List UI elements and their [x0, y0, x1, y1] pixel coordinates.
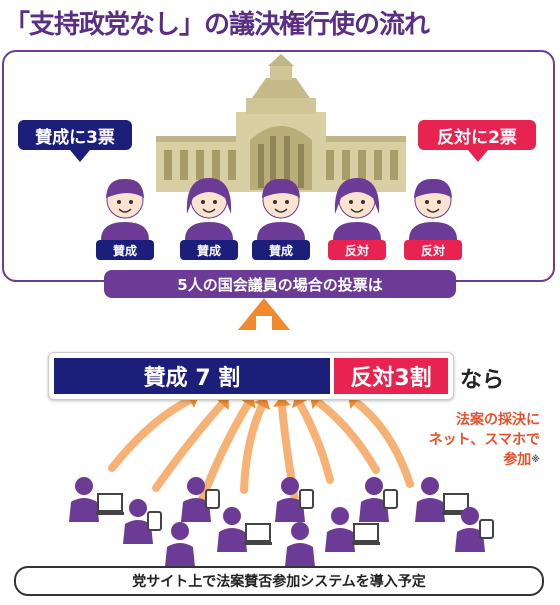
- bottom-caption: 党サイト上で法案賛否参加システムを導入予定: [14, 566, 544, 596]
- crowd-person-6-icon: [325, 507, 380, 552]
- crowd-person-1-icon: [69, 477, 124, 522]
- vote-caption: 5人の国会議員の場合の投票は: [104, 270, 456, 298]
- crowd-person-4-icon: [217, 507, 272, 552]
- up-arrow-icon: [238, 298, 290, 330]
- crowd-group: [69, 477, 494, 567]
- member-1-figure-icon: [101, 178, 149, 240]
- vote-arrow-4-icon: [240, 396, 271, 494]
- crowd-person-7-icon: [359, 477, 398, 522]
- page-title: 「支持政党なし」の議決権行使の流れ: [4, 10, 430, 40]
- bubble-yes: 賛成に3票: [18, 120, 132, 150]
- member-5-figure-icon: [409, 178, 457, 240]
- member-1-badge: 賛成: [96, 240, 154, 260]
- member-2-figure-icon: [185, 178, 233, 240]
- member-4-figure-icon: [333, 178, 381, 240]
- net-vote-note: 法案の採決に ネット、スマホで 参加※: [394, 410, 540, 470]
- arrows-group: [108, 391, 414, 514]
- net-note-line2: ネット、スマホで: [428, 432, 540, 448]
- crowd-person-10-icon: [165, 522, 195, 567]
- crowd-person-9-icon: [455, 507, 494, 552]
- bubble-yes-tail: [70, 150, 90, 162]
- vote-arrow-5-icon: [273, 396, 300, 510]
- crowd-person-11-icon: [285, 522, 315, 567]
- ratio-suffix: なら: [460, 368, 505, 393]
- bubble-no-tail: [468, 150, 488, 162]
- diet-building-icon: [156, 54, 406, 192]
- net-note-mark: ※: [531, 455, 540, 465]
- yes-ratio-segment: 賛成 7 割: [54, 358, 330, 394]
- bubble-no: 反対に2票: [418, 120, 536, 150]
- member-5-badge: 反対: [404, 240, 462, 260]
- member-4-badge: 反対: [328, 240, 386, 260]
- vote-arrow-1-icon: [108, 391, 199, 472]
- member-3-figure-icon: [257, 178, 305, 240]
- member-2-badge: 賛成: [180, 240, 238, 260]
- crowd-person-5-icon: [275, 477, 314, 522]
- member-3-badge: 賛成: [252, 240, 310, 260]
- crowd-person-8-icon: [415, 477, 470, 522]
- net-note-line3: 参加: [503, 452, 532, 468]
- crowd-person-3-icon: [181, 477, 220, 522]
- no-ratio-segment: 反対3割: [334, 358, 448, 394]
- net-note-line1: 法案の採決に: [456, 412, 540, 428]
- members-group: [101, 178, 457, 240]
- crowd-person-2-icon: [123, 499, 162, 544]
